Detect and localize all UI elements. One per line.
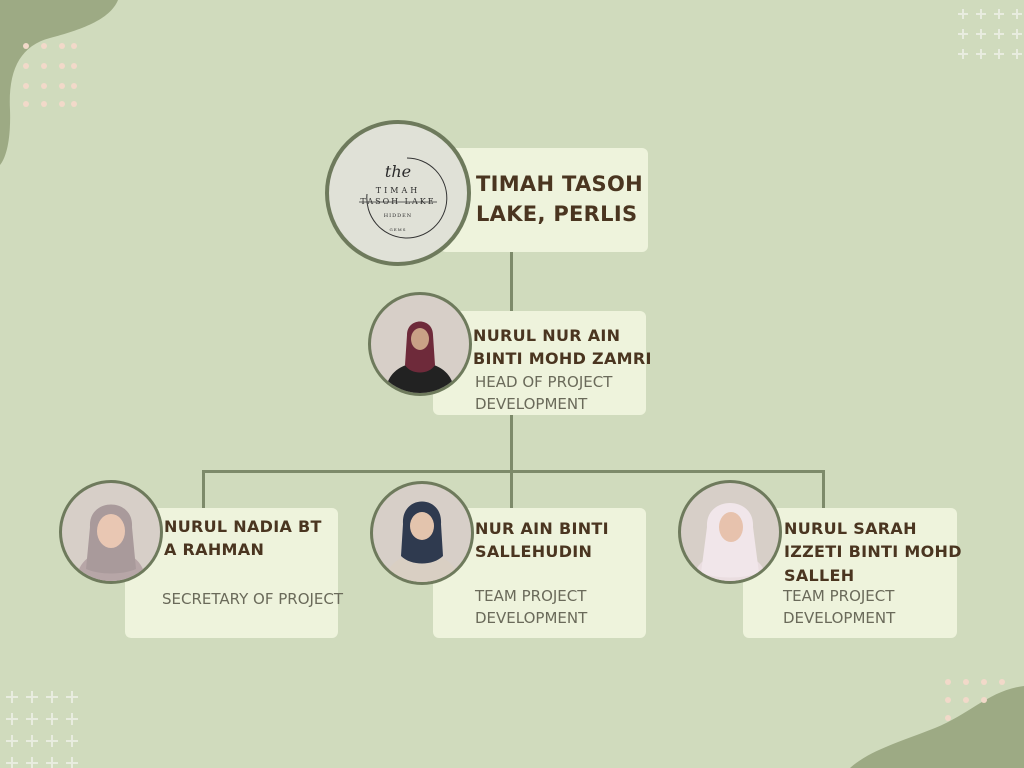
member-role-line2: DEVELOPMENT bbox=[783, 609, 896, 627]
connector-head-down bbox=[510, 414, 513, 472]
logo-line2: TASOH LAKE bbox=[360, 197, 436, 206]
head-name-line2: BINTI MOHD ZAMRI bbox=[473, 349, 652, 368]
member-name-line1: NUR AIN BINTI bbox=[475, 519, 609, 538]
dot-grid-top-left bbox=[23, 43, 77, 107]
corner-blob-bottom-right bbox=[850, 686, 1024, 768]
plus-grid-bottom-left bbox=[6, 691, 78, 768]
head-name-line1: NURUL NUR AIN bbox=[473, 326, 621, 345]
member-avatar bbox=[678, 480, 782, 584]
dot-grid-bottom-right bbox=[945, 679, 1005, 721]
member-name-line2: A RAHMAN bbox=[164, 540, 265, 559]
top-title-line1: TIMAH TASOH bbox=[476, 172, 643, 196]
logo-line1: TIMAH bbox=[375, 186, 421, 195]
head-avatar bbox=[368, 292, 472, 396]
logo-script: the bbox=[384, 162, 412, 181]
head-role-line2: DEVELOPMENT bbox=[475, 395, 588, 413]
head-role-line1: HEAD OF PROJECT bbox=[475, 373, 613, 391]
corner-blob-top-left bbox=[0, 0, 118, 165]
member-name-line1: NURUL NADIA BT bbox=[164, 517, 322, 536]
logo-circle: the TIMAH TASOH LAKE HIDDEN GEMS bbox=[325, 120, 471, 266]
logo-arc-icon bbox=[359, 157, 448, 239]
logo-line4: GEMS bbox=[389, 227, 407, 232]
connector-top-to-head bbox=[510, 252, 513, 312]
top-title-line2: LAKE, PERLIS bbox=[476, 202, 638, 226]
member-role-line2: DEVELOPMENT bbox=[475, 609, 588, 627]
member-name-line2: IZZETI BINTI MOHD bbox=[784, 542, 962, 561]
member-avatar bbox=[59, 480, 163, 584]
member-name-line3: SALLEH bbox=[784, 566, 855, 585]
person-photo-icon bbox=[385, 501, 459, 582]
member-name-line1: NURUL SARAH bbox=[784, 519, 917, 538]
member-role-line1: TEAM PROJECT bbox=[475, 587, 587, 605]
person-photo-icon bbox=[385, 321, 455, 393]
connector-middle-drop bbox=[510, 470, 513, 510]
connector-horizontal bbox=[202, 470, 825, 473]
person-photo-icon bbox=[76, 504, 146, 581]
logo-line3: HIDDEN bbox=[383, 213, 413, 219]
member-name-line2: SALLEHUDIN bbox=[475, 542, 593, 561]
connector-right-drop bbox=[822, 470, 825, 510]
member-role-line1: SECRETARY OF PROJECT bbox=[162, 590, 344, 608]
connector-left-drop bbox=[202, 470, 205, 510]
member-avatar bbox=[370, 481, 474, 585]
member-role-line1: TEAM PROJECT bbox=[783, 587, 895, 605]
person-photo-icon bbox=[693, 503, 767, 581]
plus-grid-top-right bbox=[958, 9, 1022, 59]
top-node-card bbox=[440, 148, 648, 252]
